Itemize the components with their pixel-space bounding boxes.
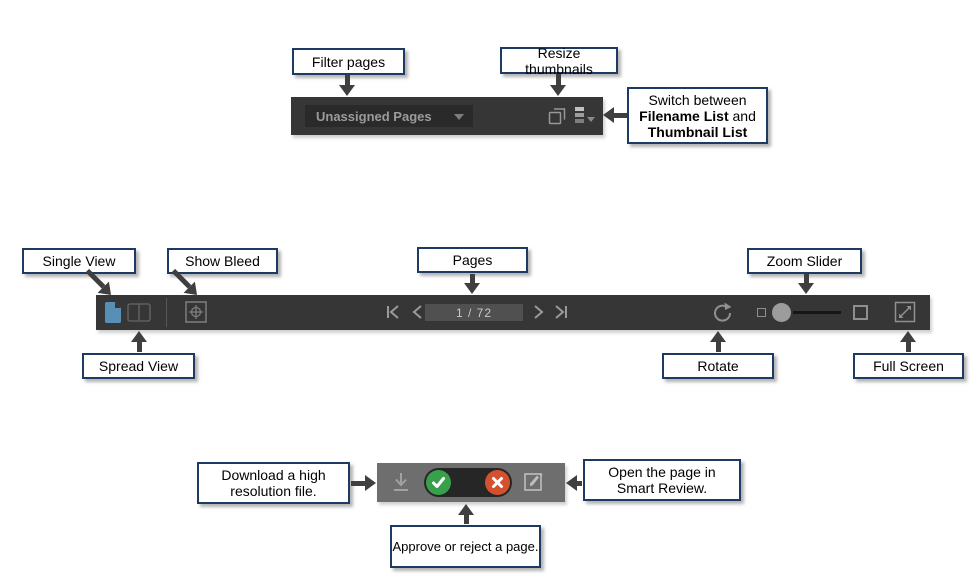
- approve-button[interactable]: [426, 470, 451, 495]
- zoom-out-square[interactable]: [757, 308, 766, 317]
- callout-smart-review: Open the page in Smart Review.: [583, 459, 741, 501]
- viewer-toolbar: 1 / 72: [96, 295, 930, 330]
- single-view-icon[interactable]: [104, 301, 122, 324]
- reject-x-icon: [492, 477, 503, 488]
- callout-label: Full Screen: [873, 358, 944, 374]
- page-indicator[interactable]: 1 / 72: [425, 304, 523, 321]
- arrow-full-screen: [900, 331, 916, 352]
- approve-reject-pill: [424, 468, 512, 497]
- callout-label: Rotate: [697, 358, 739, 374]
- zoom-slider-thumb[interactable]: [772, 303, 791, 322]
- pages-filter-toolbar: Unassigned Pages: [291, 97, 603, 135]
- list-view-toggle-icon[interactable]: [575, 107, 595, 125]
- arrow-download: [351, 475, 376, 491]
- callout-label: Spread View: [98, 358, 179, 374]
- callout-line: Thumbnail List: [647, 123, 748, 140]
- arrow-filter-pages: [339, 75, 355, 96]
- arrow-resize-thumbnails: [550, 74, 566, 96]
- callout-filter-pages: Filter pages: [292, 48, 405, 75]
- callout-label: Resize thumbnails: [525, 44, 593, 77]
- list-bar: [575, 113, 584, 117]
- arrow-rotate: [710, 331, 726, 352]
- toolbar-separator: [166, 298, 167, 327]
- callout-zoom-slider: Zoom Slider: [747, 248, 862, 274]
- callout-pages: Pages: [417, 247, 528, 273]
- callout-label: Open the page in Smart Review.: [608, 464, 716, 496]
- rotate-icon[interactable]: [709, 300, 735, 326]
- callout-full-screen: Full Screen: [853, 353, 964, 379]
- arrow-smart-review: [566, 475, 582, 491]
- page-actions-toolbar: [377, 463, 565, 502]
- callout-label: Approve or reject a page.: [392, 538, 539, 554]
- first-page-icon[interactable]: [385, 303, 403, 321]
- callout-single-view: Single View: [22, 248, 136, 274]
- spread-view-icon[interactable]: [127, 303, 151, 322]
- arrow-switch-list: [603, 107, 627, 123]
- callout-label: Pages: [452, 252, 493, 268]
- download-icon[interactable]: [389, 470, 413, 496]
- callout-label: Download a high resolution file.: [221, 467, 326, 499]
- arrow-pages: [464, 274, 480, 294]
- callout-rotate: Rotate: [662, 353, 774, 379]
- callout-show-bleed: Show Bleed: [167, 248, 278, 274]
- callout-spread-view: Spread View: [82, 353, 195, 379]
- callout-download: Download a high resolution file.: [197, 462, 350, 504]
- list-bar: [575, 119, 584, 123]
- filter-pages-dropdown-value: Unassigned Pages: [316, 108, 432, 124]
- smart-review-edit-icon[interactable]: [523, 470, 545, 492]
- arrow-zoom-slider: [798, 274, 814, 294]
- resize-thumbnails-icon[interactable]: [546, 105, 568, 127]
- chevron-down-icon: [454, 114, 464, 120]
- reject-button[interactable]: [485, 470, 510, 495]
- callout-label: Show Bleed: [185, 253, 260, 269]
- page-indicator-value: 1 / 72: [455, 305, 493, 320]
- chevron-down-icon: [587, 117, 595, 122]
- callout-label: Single View: [42, 253, 116, 269]
- callout-switch-list: Switch between Filename List and Thumbna…: [627, 87, 768, 144]
- arrow-spread-view: [131, 331, 147, 352]
- full-screen-icon[interactable]: [894, 301, 916, 323]
- list-bar: [575, 107, 584, 111]
- callout-label: Zoom Slider: [766, 253, 843, 269]
- next-page-icon[interactable]: [529, 303, 547, 321]
- arrow-approve-reject: [458, 504, 474, 524]
- show-bleed-icon[interactable]: [185, 301, 207, 323]
- zoom-slider-track[interactable]: [793, 311, 841, 314]
- filter-pages-dropdown[interactable]: Unassigned Pages: [305, 105, 473, 127]
- callout-resize-thumbnails: Resize thumbnails: [500, 44, 618, 77]
- callout-label: Filter pages: [311, 53, 386, 70]
- callout-line: Filename List and: [639, 107, 756, 124]
- callout-approve-reject: Approve or reject a page.: [390, 525, 541, 568]
- last-page-icon[interactable]: [551, 303, 569, 321]
- callout-line: Switch between: [648, 91, 747, 108]
- previous-page-icon[interactable]: [409, 303, 427, 321]
- approve-check-icon: [432, 477, 445, 488]
- zoom-in-square[interactable]: [853, 305, 868, 320]
